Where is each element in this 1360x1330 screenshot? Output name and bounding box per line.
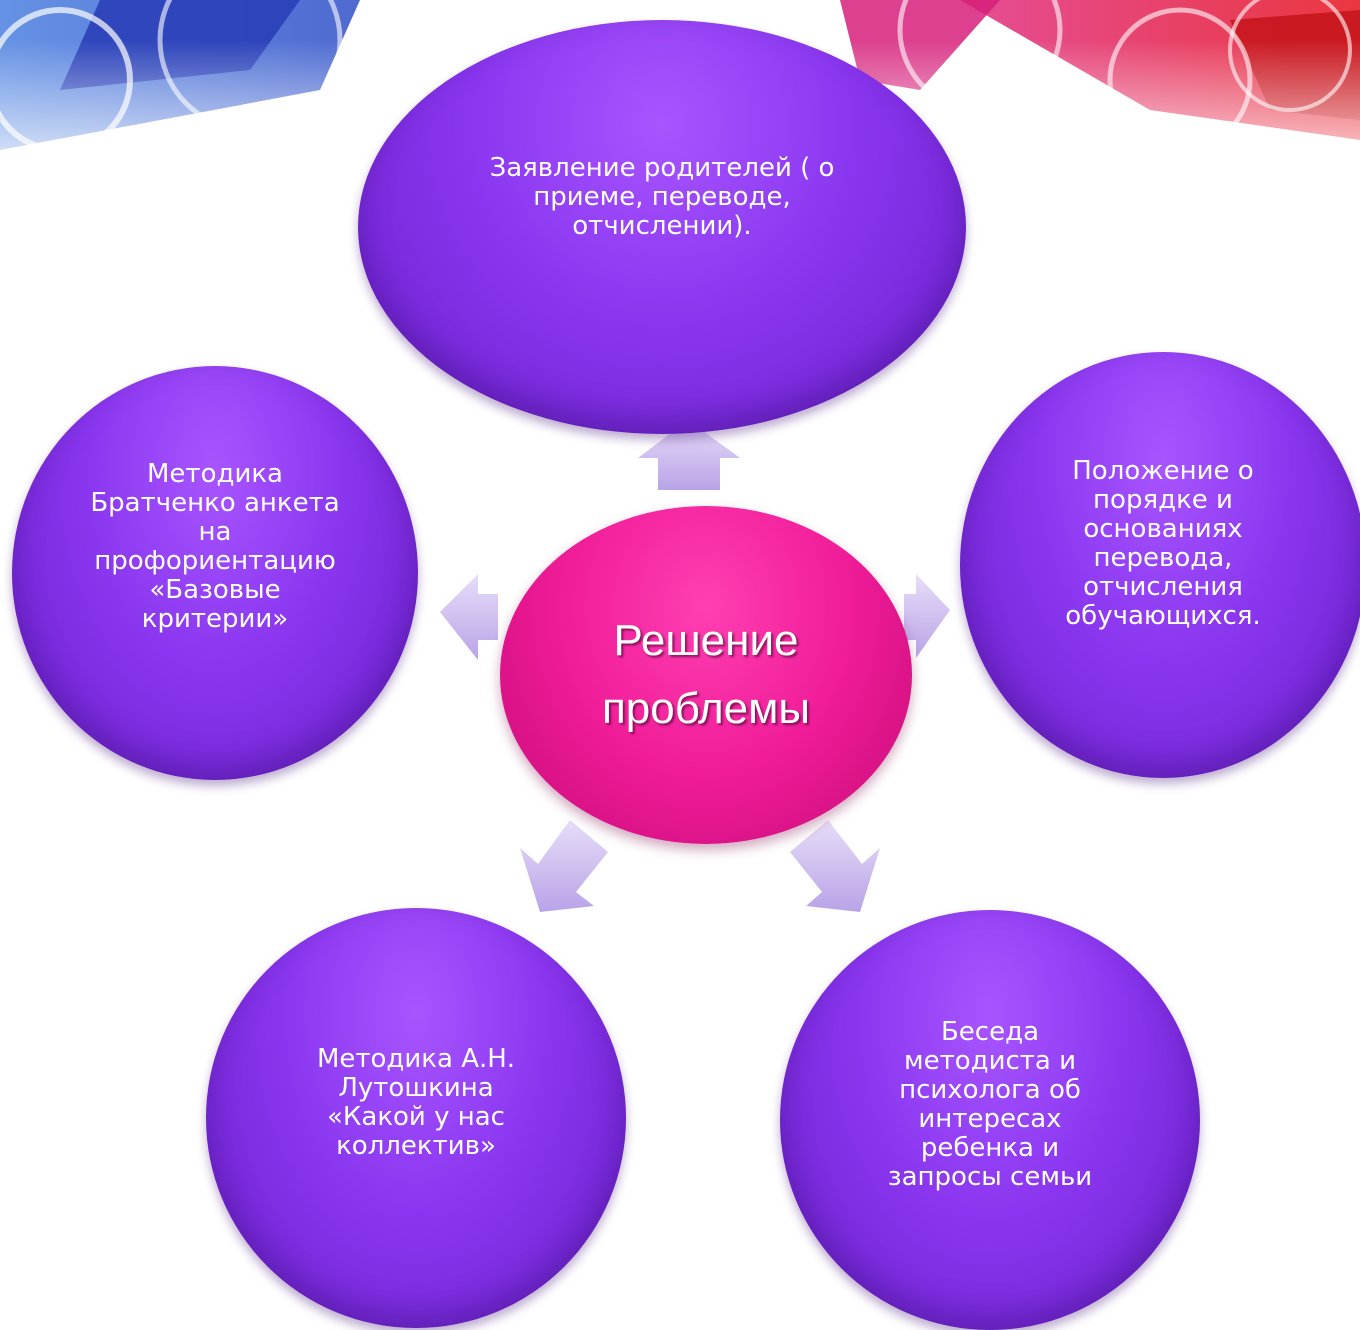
center-node: Решение проблемы <box>500 506 912 844</box>
node-top-text: Заявление родителей ( о приеме, переводе… <box>489 152 835 241</box>
node-right: Положение о порядке и основаниях перевод… <box>960 352 1360 778</box>
node-bottom-left-text: Методика А.Н. Лутошкина «Какой у нас кол… <box>316 1044 516 1161</box>
node-bottom-right-text: Беседа методиста и психолога об интереса… <box>887 1017 1093 1192</box>
arrow-left-icon <box>440 574 498 660</box>
arrow-right-icon <box>904 574 950 658</box>
arrow-down-right-icon <box>790 820 880 912</box>
node-bottom-left: Методика А.Н. Лутошкина «Какой у нас кол… <box>206 908 626 1328</box>
arrow-down-left-icon <box>520 820 608 912</box>
node-right-text: Положение о порядке и основаниях перевод… <box>1065 456 1261 631</box>
arrow-up-icon <box>638 420 740 490</box>
node-left-text: Методика Братченко анкета на профориента… <box>90 459 340 634</box>
node-top: Заявление родителей ( о приеме, переводе… <box>358 20 966 434</box>
center-label: Решение проблемы <box>601 616 810 733</box>
node-left: Методика Братченко анкета на профориента… <box>12 366 418 780</box>
node-bottom-right: Беседа методиста и психолога об интереса… <box>780 910 1200 1330</box>
